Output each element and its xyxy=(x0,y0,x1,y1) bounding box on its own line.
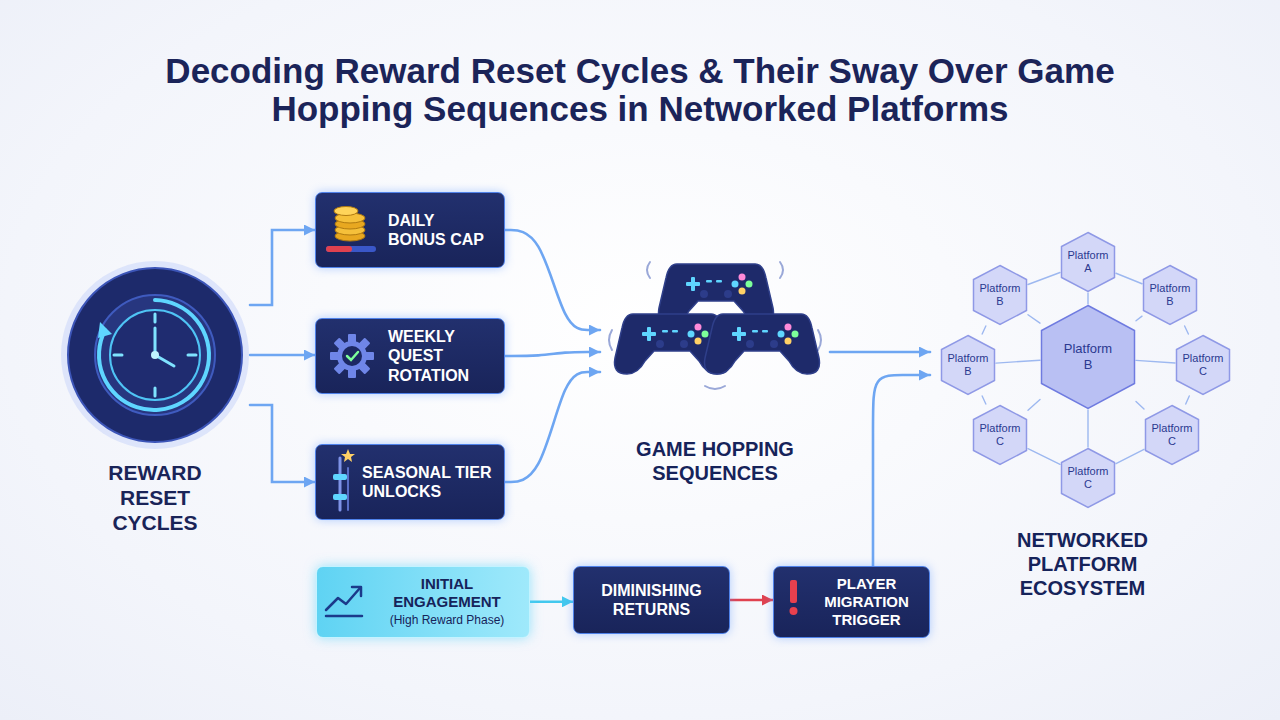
text-holder: Platform B xyxy=(977,282,1023,308)
text-holder: NETWORKED PLATFORM ECOSYSTEM xyxy=(998,528,1168,600)
network-link xyxy=(1136,402,1144,409)
process-box: DAILY BONUS CAP xyxy=(315,192,505,268)
text-holder: Platform B xyxy=(945,352,991,378)
warning-icon xyxy=(790,580,798,615)
node-label: DIMINISHING RETURNS xyxy=(582,581,721,619)
platform-hexagon: Platform B xyxy=(940,334,996,396)
text-holder: PLAYER MIGRATION TRIGGER xyxy=(812,575,921,629)
network-link xyxy=(1185,326,1189,334)
flow-arrow xyxy=(250,354,315,357)
illustration-node: GAME HOPPING SEQUENCES xyxy=(600,255,830,495)
node-label: Platform B xyxy=(1147,282,1193,308)
process-box: PLAYER MIGRATION TRIGGER xyxy=(773,566,930,638)
platform-hexagon: Platform C xyxy=(1144,404,1200,466)
flow-arrow xyxy=(830,351,930,354)
network-link xyxy=(1028,400,1040,411)
network-link xyxy=(1116,273,1142,283)
node-label: INITIAL ENGAGEMENT xyxy=(373,575,521,611)
flow-arrow xyxy=(505,372,600,482)
trend-icon xyxy=(326,587,362,616)
network-link xyxy=(996,360,1040,363)
network-link xyxy=(982,326,986,334)
platform-hexagon: Platform C xyxy=(972,404,1028,466)
network-link xyxy=(982,396,986,404)
node-label: DAILY BONUS CAP xyxy=(388,211,496,249)
node-label: Platform C xyxy=(1065,465,1111,491)
network-link xyxy=(1028,449,1060,465)
illustration-node: NETWORKED PLATFORM ECOSYSTEM Platform A Pl… xyxy=(930,225,1235,615)
flow-arrow xyxy=(505,230,600,330)
text-holder: WEEKLY QUEST ROTATION xyxy=(388,327,496,385)
text-holder: Platform C xyxy=(1149,422,1195,448)
process-box: WEEKLY QUEST ROTATION xyxy=(315,318,505,394)
node-label: SEASONAL TIER UNLOCKS xyxy=(362,463,496,501)
node-sublabel: (High Reward Phase) xyxy=(373,613,521,629)
network-link xyxy=(1186,396,1190,404)
text-holder: GAME HOPPING SEQUENCES xyxy=(610,437,820,485)
network-link xyxy=(1136,360,1175,363)
network-link xyxy=(1087,293,1088,304)
flow-arrow xyxy=(530,600,573,603)
text-holder: DIMINISHING RETURNS xyxy=(582,581,721,619)
diagram-title: Decoding Reward Reset Cycles & Their Swa… xyxy=(145,52,1135,128)
platform-hexagon: Platform B xyxy=(1142,264,1198,326)
text-holder: DAILY BONUS CAP xyxy=(388,211,496,249)
platform-hexagon: Platform B xyxy=(1040,304,1136,410)
node-label: GAME HOPPING SEQUENCES xyxy=(610,437,820,485)
network-link xyxy=(1028,315,1040,323)
node-label: Platform B xyxy=(945,352,991,378)
text-holder: Platform C xyxy=(1065,465,1111,491)
text-holder: INITIAL ENGAGEMENT (High Reward Phase) xyxy=(373,575,521,629)
flow-arrow xyxy=(730,599,773,602)
flow-arrow xyxy=(505,352,600,356)
node-label: Platform C xyxy=(977,422,1023,448)
node-label: Platform B xyxy=(1060,341,1116,372)
text-holder: Platform C xyxy=(1180,352,1226,378)
highlight-box: INITIAL ENGAGEMENT (High Reward Phase) xyxy=(316,566,530,638)
node-label: Platform C xyxy=(1149,422,1195,448)
flow-arrow xyxy=(873,375,930,566)
node-label: Platform B xyxy=(977,282,1023,308)
node-label: Platform C xyxy=(1180,352,1226,378)
node-label: PLAYER MIGRATION TRIGGER xyxy=(812,575,921,629)
node-label: WEEKLY QUEST ROTATION xyxy=(388,327,496,385)
platform-hexagon: Platform C xyxy=(1060,447,1116,509)
text-holder: SEASONAL TIER UNLOCKS xyxy=(362,463,496,501)
process-box: SEASONAL TIER UNLOCKS xyxy=(315,444,505,520)
network-link xyxy=(1116,449,1144,463)
gear-icon xyxy=(330,334,374,378)
flow-arrow xyxy=(250,230,315,305)
circle-outline xyxy=(60,260,250,450)
platform-hexagon: Platform A xyxy=(1060,231,1116,293)
network-link xyxy=(1136,316,1142,321)
network-link xyxy=(1028,273,1060,285)
text-holder: Platform C xyxy=(977,422,1023,448)
platform-hexagon: Platform C xyxy=(1175,334,1231,396)
node-label: Platform A xyxy=(1065,249,1111,275)
flow-arrow xyxy=(250,405,315,482)
network-link xyxy=(1087,410,1088,447)
clock-icon xyxy=(95,295,215,415)
text-holder: Platform B xyxy=(1147,282,1193,308)
text-holder: REWARD RESET CYCLES xyxy=(90,460,220,536)
text-holder: Platform B xyxy=(1060,341,1116,372)
node-label: NETWORKED PLATFORM ECOSYSTEM xyxy=(998,528,1168,600)
slider-icon xyxy=(333,449,355,510)
coin-icon xyxy=(326,207,376,253)
process-box: DIMINISHING RETURNS xyxy=(573,566,730,634)
platform-hexagon: Platform B xyxy=(972,264,1028,326)
text-holder: Platform A xyxy=(1065,249,1111,275)
node-label: REWARD RESET CYCLES xyxy=(90,460,220,536)
